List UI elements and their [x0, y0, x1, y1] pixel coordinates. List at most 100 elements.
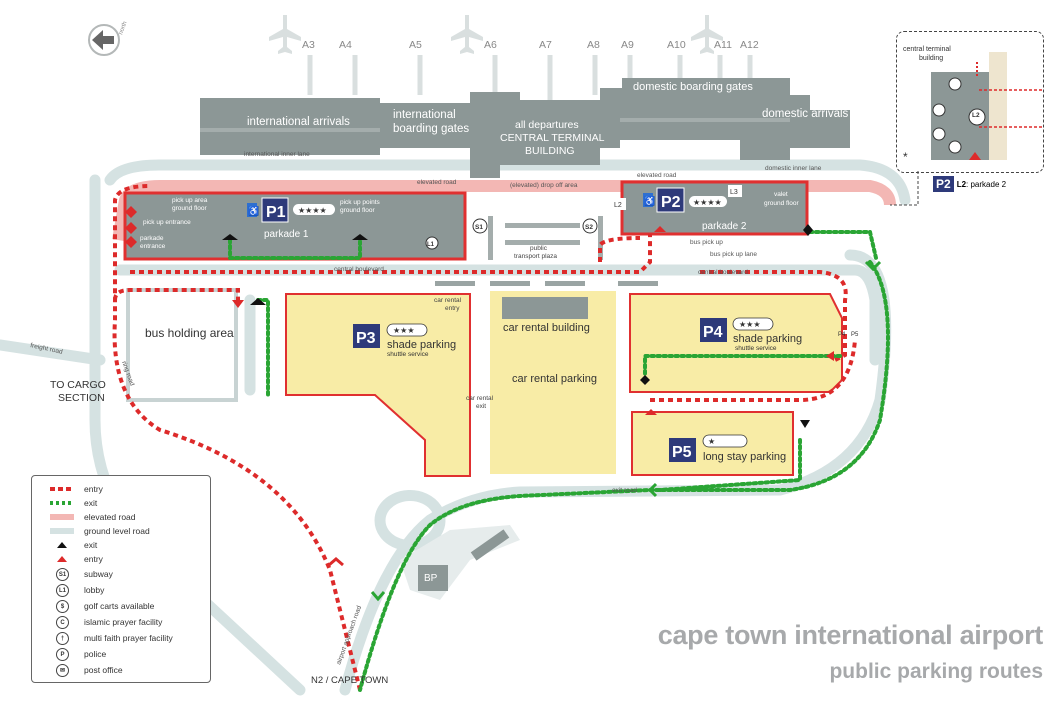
svg-text:A5: A5 — [409, 39, 422, 51]
legend-islamic: islamic prayer facility — [84, 617, 163, 627]
p1-badge — [261, 197, 289, 223]
svg-text:BUILDING: BUILDING — [525, 145, 575, 157]
north-label: north — [118, 21, 128, 36]
parkade-2-labels: parkade 2 valet ground floor — [702, 191, 800, 232]
svg-text:entry: entry — [445, 305, 460, 312]
svg-text:entrance: entrance — [140, 243, 166, 250]
legend-post: post office — [84, 665, 123, 675]
p2-badge-label: P2 — [661, 194, 681, 211]
p3-badge-label: P3 — [356, 330, 376, 347]
svg-text:TO CARGO: TO CARGO — [50, 379, 106, 391]
map-subtitle: public parking routes — [829, 660, 1043, 683]
p2-l2-label: L2 — [614, 202, 622, 209]
p2-l3-box — [728, 185, 742, 197]
car-rental-building-label: car rental building — [503, 322, 590, 334]
svg-text:public: public — [530, 245, 548, 252]
inset-central-2: building — [919, 55, 944, 62]
airplane-icons — [269, 15, 723, 54]
bus-holding-label: bus holding area — [145, 326, 234, 340]
car-rental-parking-label: car rental parking — [512, 373, 597, 385]
legend-ground: ground level road — [84, 526, 150, 536]
subway-1-label: S1 — [475, 224, 483, 231]
car-rental-exit-label: car rental exit — [466, 395, 494, 410]
transport-plaza — [488, 216, 603, 260]
svg-text:pick up points: pick up points — [340, 199, 380, 206]
svg-text:parkade: parkade — [140, 235, 164, 242]
p2-l2-box — [612, 198, 626, 210]
car-rental-entry-label: car rental entry — [434, 297, 462, 312]
route-chevrons — [328, 260, 882, 602]
police-icon: P — [56, 648, 69, 661]
svg-text:bus pick up: bus pick up — [690, 239, 723, 246]
p5-title: long stay parking — [703, 451, 786, 463]
inset-caption: P2 L2 : parkade 2 — [933, 176, 1006, 192]
p2-l3-label: L3 — [730, 189, 738, 196]
parkade-1-labels: pick up area ground floor pick up points… — [140, 197, 380, 250]
p4-badge-label: P4 — [703, 324, 723, 341]
p5-badge — [669, 438, 696, 462]
legend-lobby: lobby — [84, 585, 105, 595]
entry-arrows — [125, 206, 834, 415]
svg-text:car rental: car rental — [434, 297, 462, 304]
transport-plaza-label: public transport plaza — [514, 245, 557, 260]
svg-text:ground floor: ground floor — [764, 200, 800, 207]
subway-2-icon — [582, 218, 598, 234]
post-office-icon: ✉ — [56, 664, 69, 677]
exit-routes — [228, 230, 890, 692]
svg-text:A11: A11 — [714, 39, 732, 51]
cargo-label: TO CARGO SECTION — [50, 379, 106, 404]
p1-lobby-label: L1 — [427, 242, 435, 248]
p1-stars: ★★★★ — [298, 206, 327, 215]
legend-swatches — [50, 487, 74, 562]
car-rental-parking-area — [490, 291, 616, 474]
svg-text:boarding gates: boarding gates — [393, 123, 469, 135]
svg-text:A9: A9 — [621, 39, 634, 51]
p2-badge — [656, 187, 685, 213]
golf-cart-icon: $ — [56, 600, 69, 613]
svg-text:international inner lane: international inner lane — [244, 151, 310, 158]
svg-text:domestic arrivals: domestic arrivals — [762, 108, 849, 120]
inset-central-1: central terminal — [903, 46, 951, 53]
bus-bays — [435, 281, 658, 286]
p4-entry-tag: P4 — [838, 332, 846, 338]
legend-entry-arrow: entry — [84, 554, 103, 564]
svg-text:A6: A6 — [484, 39, 497, 51]
svg-text:exit: exit — [476, 403, 486, 410]
lobby-icon: L1 — [56, 584, 69, 597]
inset-l2: L2 — [972, 112, 980, 119]
p2-stars-pill — [689, 196, 727, 207]
p5-stars: ★ — [708, 437, 715, 446]
parkade-1-area — [123, 191, 467, 261]
svg-text:parkade 2: parkade 2 — [702, 221, 747, 232]
p4-badge — [700, 318, 727, 342]
parkade-2-area — [620, 180, 809, 236]
svg-text:bus pick up lane: bus pick up lane — [710, 251, 757, 258]
p3-badge — [353, 324, 380, 348]
map-title: cape town international airport — [657, 620, 1044, 650]
svg-text:(elevated) drop off area: (elevated) drop off area — [510, 182, 578, 189]
subway-icon: S1 — [56, 568, 69, 581]
svg-text:A8: A8 — [587, 39, 600, 51]
entry-routes — [112, 184, 857, 691]
subway-2-label: S2 — [585, 224, 593, 231]
p4-sub: shuttle service — [735, 345, 777, 352]
legend-entry: entry — [84, 484, 103, 494]
legend-subway: subway — [84, 569, 113, 579]
svg-text:exit road: exit road — [612, 487, 637, 494]
north-compass-icon — [88, 24, 120, 56]
gate-connectors — [307, 55, 753, 100]
legend-multi: multi faith prayer facility — [84, 633, 173, 643]
p1-disabled-icon — [247, 203, 257, 217]
p3-sub: shuttle service — [387, 351, 429, 358]
legend-exit-arrow: exit — [84, 540, 98, 550]
inset-caption-bold: L2 — [956, 179, 967, 189]
islamic-prayer-icon: C — [56, 616, 69, 629]
p5-badge-label: P5 — [672, 444, 692, 461]
legend-elevated: elevated road — [84, 512, 136, 522]
p5-stars-pill — [702, 434, 748, 448]
p2-asterisk: * — [612, 212, 616, 222]
multi-faith-icon: † — [56, 632, 69, 645]
exit-arrows — [222, 224, 813, 428]
inset-map — [931, 52, 1042, 160]
